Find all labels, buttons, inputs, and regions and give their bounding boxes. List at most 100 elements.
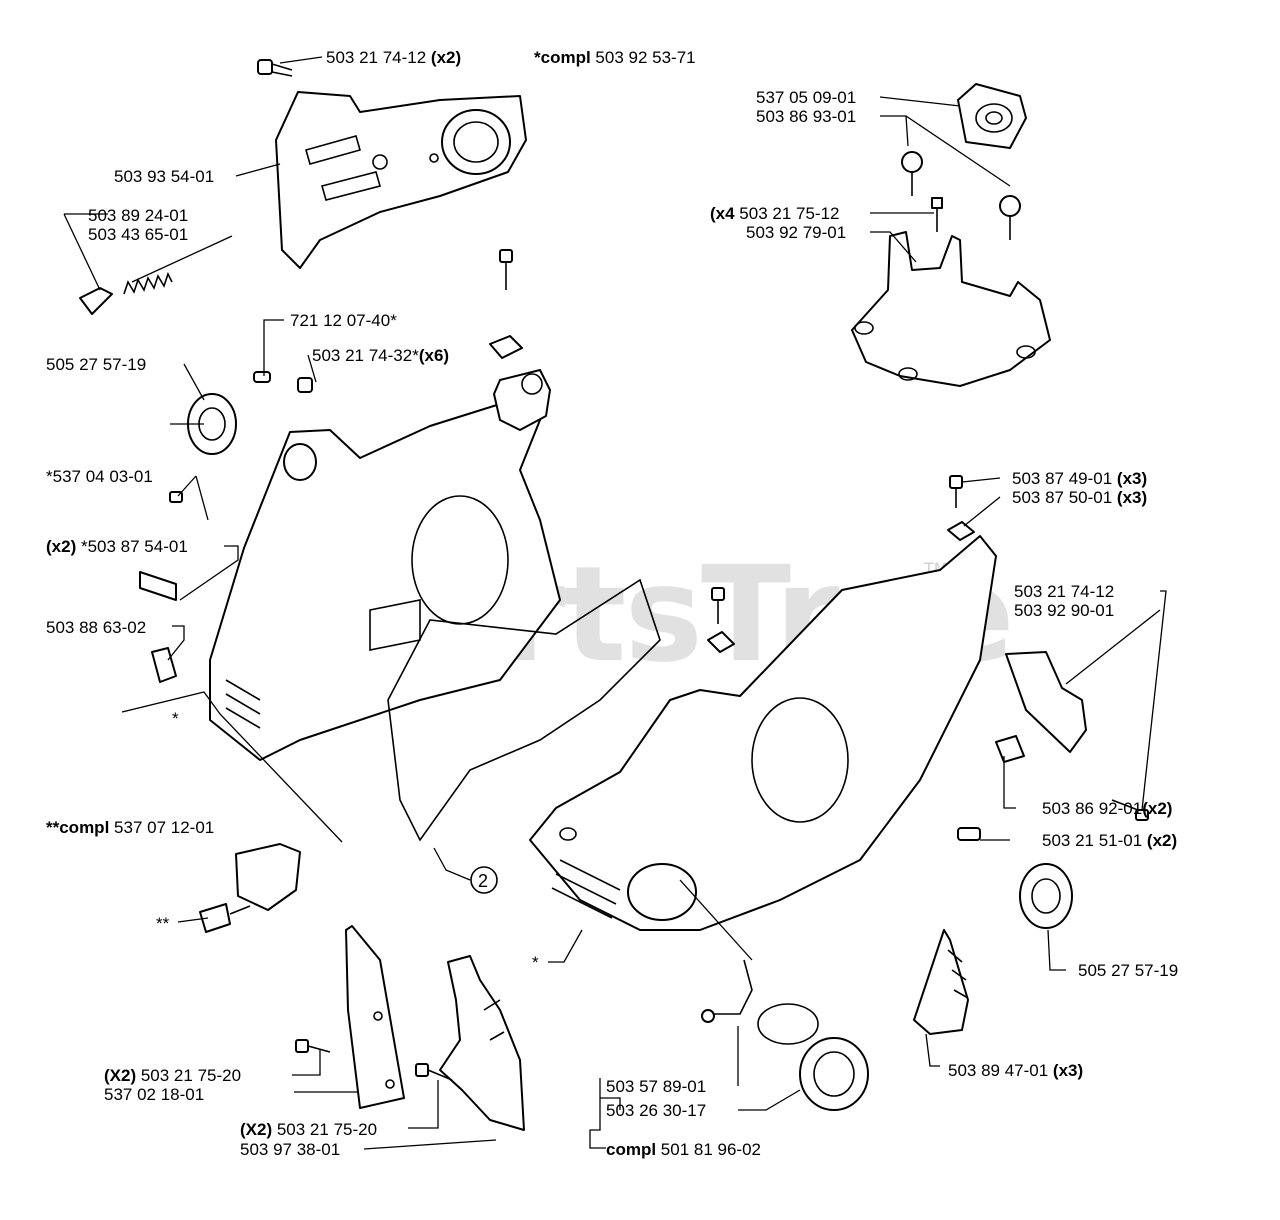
part-label-l25[interactable]: * [532,953,539,972]
part-label-bold_prefix: (X2) [240,1120,277,1139]
gasket-drawing[interactable] [387,578,661,842]
part-label-bold_suffix: (x2) [1142,799,1172,818]
part-label-l01[interactable]: 503 21 74-12 (x2) [326,48,461,67]
part-label-text: 503 26 30-17 [606,1101,706,1120]
part-labels: 503 21 74-12 (x2)*compl 503 92 53-71503 … [46,48,1178,1159]
part-label-text: 537 05 09-01 [756,88,856,107]
part-label-bold_prefix: (X2) [104,1066,141,1085]
part-label-bold_prefix: **compl [46,818,114,837]
part-label-text: 503 21 74-12 [326,48,431,67]
part-label-text: 503 21 51-01 [1042,831,1147,850]
chain-guard-plate-drawing[interactable] [295,925,405,1109]
curved-spike-drawing[interactable] [913,929,969,1035]
clutch-cover-drawing[interactable] [275,91,527,269]
part-label-l32[interactable]: (X2) 503 21 75-20 [240,1120,377,1139]
seal-right-drawing[interactable] [1019,863,1073,929]
part-label-text: 721 12 07-40* [290,311,397,330]
part-label-l31[interactable]: 503 89 47-01 (x3) [948,1061,1083,1080]
part-label-bold_suffix: (x6) [419,346,449,365]
part-label-text: 505 27 57-19 [46,355,146,374]
part-label-text: * [532,953,539,972]
part-label-text: 503 89 24-01 [88,206,188,225]
pins-left-drawing[interactable] [139,371,313,683]
part-label-l20[interactable]: * [172,709,179,728]
part-label-l19[interactable]: 503 88 63-02 [46,618,146,637]
part-label-l17[interactable]: 503 21 74-12 [1014,582,1114,601]
part-label-l33[interactable]: 503 97 38-01 [240,1140,340,1159]
part-label-text: 503 21 75-20 [277,1120,377,1139]
part-label-bold_prefix: (x4 [710,204,739,223]
part-label-bold_prefix: *compl [534,48,595,67]
part-label-l14[interactable]: 503 87 49-01 (x3) [1012,469,1147,488]
part-label-l18[interactable]: 503 92 90-01 [1014,601,1114,620]
part-label-l11[interactable]: 505 27 57-19 [46,355,146,374]
part-label-text: 537 07 12-01 [114,818,214,837]
part-label-l29[interactable]: 503 57 89-01 [606,1077,706,1096]
part-label-l03[interactable]: 503 93 54-01 [114,167,214,186]
part-label-l08[interactable]: (x4 503 21 75-12 [710,204,840,223]
part-label-bold_suffix: (x2) [1147,831,1177,850]
leader-lines [63,56,1167,1150]
part-label-text: *503 87 54-01 [81,537,188,556]
part-label-bold_suffix: (x3) [1117,488,1147,507]
part-label-text: 503 21 75-12 [739,204,839,223]
part-label-bold_prefix: compl [606,1140,661,1159]
part-label-text: 503 43 65-01 [88,225,188,244]
part-label-bold_suffix: (x3) [1053,1061,1083,1080]
part-label-l12[interactable]: 503 21 74-32*(x6) [312,346,449,365]
oil-cap-drawing[interactable] [701,959,869,1111]
part-label-l13[interactable]: *537 04 03-01 [46,467,153,486]
carburetor-bracket-drawing[interactable] [851,231,1051,387]
part-label-l21[interactable]: 503 86 92-01(x2) [1042,799,1172,818]
part-label-text: 505 27 57-19 [1078,961,1178,980]
screw-top-drawing[interactable] [257,59,293,77]
part-label-text: 503 92 79-01 [746,223,846,242]
part-label-text: * [172,709,179,728]
bumper-assembly-drawing[interactable] [199,843,301,933]
spike-bumper-drawing[interactable] [415,955,525,1131]
part-label-text: 503 92 53-71 [595,48,695,67]
callout-number-2: 2 [478,871,488,891]
part-label-l02[interactable]: *compl 503 92 53-71 [534,48,696,67]
part-label-l06[interactable]: 503 89 24-01 [88,206,188,225]
part-label-l05[interactable]: 503 86 93-01 [756,107,856,126]
part-label-l34[interactable]: compl 501 81 96-02 [606,1140,761,1159]
part-label-text: 503 97 38-01 [240,1140,340,1159]
part-label-text: 503 93 54-01 [114,167,214,186]
part-label-text: 503 88 63-02 [46,618,146,637]
right-hardware-drawing[interactable] [707,475,1025,841]
part-label-text: 503 86 92-01 [1042,799,1142,818]
part-label-text: 503 86 93-01 [756,107,856,126]
part-label-l22[interactable]: **compl 537 07 12-01 [46,818,214,837]
crankcase-left-drawing[interactable] [209,403,561,761]
crankcase-right-drawing[interactable] [529,535,997,931]
part-label-text: *537 04 03-01 [46,467,153,486]
part-label-text: 537 02 18-01 [104,1085,204,1104]
part-label-l07[interactable]: 503 43 65-01 [88,225,188,244]
part-label-text: 503 57 89-01 [606,1077,706,1096]
knob-screws-drawing[interactable] [901,151,1021,240]
part-label-l09[interactable]: 503 92 79-01 [746,223,846,242]
part-label-text: 503 92 90-01 [1014,601,1114,620]
chain-adjuster-drawing[interactable] [79,271,173,315]
part-label-l24[interactable]: ** [156,914,170,933]
part-label-l28[interactable]: 537 02 18-01 [104,1085,204,1104]
part-label-l04[interactable]: 537 05 09-01 [756,88,856,107]
part-label-bold_suffix: (x3) [1117,469,1147,488]
air-intake-drawing[interactable] [957,83,1027,149]
part-label-bold_prefix: (x2) [46,537,81,556]
part-label-l23[interactable]: 503 21 51-01 (x2) [1042,831,1177,850]
part-label-l16[interactable]: (x2) *503 87 54-01 [46,537,188,556]
oil-pump-drawing[interactable] [489,249,551,431]
part-label-l15[interactable]: 503 87 50-01 (x3) [1012,488,1147,507]
part-label-l30[interactable]: 503 26 30-17 [606,1101,706,1120]
part-label-text: ** [156,914,170,933]
callout-circle-2 [470,866,498,894]
part-label-l27[interactable]: (X2) 503 21 75-20 [104,1066,241,1085]
part-label-l10[interactable]: 721 12 07-40* [290,311,397,330]
right-cover-plate-drawing[interactable] [1005,651,1149,821]
part-label-text: 503 89 47-01 [948,1061,1053,1080]
part-label-text: 501 81 96-02 [661,1140,761,1159]
part-label-l26[interactable]: 505 27 57-19 [1078,961,1178,980]
